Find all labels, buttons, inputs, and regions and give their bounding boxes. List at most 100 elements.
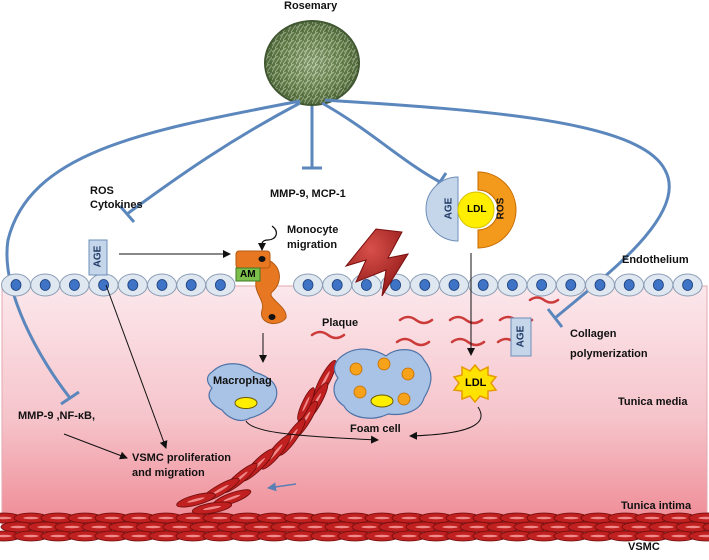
vsmc-cell <box>634 512 670 524</box>
age-label-left: AGE <box>92 245 104 268</box>
vsmc-cell <box>526 530 562 542</box>
macrophage <box>206 363 278 422</box>
vsmc-cell <box>176 492 216 508</box>
vsmc-cell <box>675 521 709 533</box>
endothelial-cell <box>88 273 119 297</box>
endothelial-cell <box>30 273 61 297</box>
vsmc-cell <box>702 522 709 532</box>
vsmc-cell <box>648 521 684 533</box>
vsmc-cell <box>67 530 103 542</box>
vsmc-cell <box>688 512 709 524</box>
vsmc-cell <box>499 512 535 524</box>
process-arrows <box>63 250 482 460</box>
endothelial-cell <box>643 273 674 297</box>
inhibition-line-to-age-ldl-ros <box>321 101 441 184</box>
label-monocyte: Monocyte <box>287 224 339 236</box>
monocyte-nucleus-lower-icon <box>268 314 276 320</box>
age-label-right: AGE <box>515 325 527 348</box>
inhibition-bar-collagen <box>546 308 564 328</box>
vsmc-cell <box>283 530 319 542</box>
vsmc-cell <box>94 512 130 524</box>
ldl-particle <box>452 363 498 404</box>
endothelial-cell <box>614 273 645 297</box>
macrophage-nucleus-icon <box>234 397 258 409</box>
vsmc-cell <box>364 530 400 542</box>
endothelial-cell <box>205 273 236 297</box>
inhibition-bar-ros-cytokines <box>118 205 136 223</box>
vsmc-cell <box>27 521 63 533</box>
vsmc-cell <box>580 530 616 542</box>
inhibition-line-to-mmp9-nfkb <box>5 99 301 399</box>
arrow-macrophage-to-foam <box>245 420 379 444</box>
age-ldl-ros-complex <box>425 171 517 249</box>
endothelial-cell <box>293 273 323 297</box>
arrow-age-to-vsmc <box>105 284 168 449</box>
plaque-bolt-icon <box>344 228 410 297</box>
vsmc-cell <box>148 530 184 542</box>
monocyte-squiggle-arrow <box>257 225 277 251</box>
vsmc-cell <box>391 512 427 524</box>
vsmc-cell <box>499 530 535 542</box>
label-endothelium: Endothelium <box>622 254 689 266</box>
ldl-label-complex: LDL <box>467 204 487 215</box>
endothelial-cell <box>672 273 703 297</box>
label-migration: migration <box>287 239 338 251</box>
vsmc-cell <box>459 521 495 533</box>
inhibition-line-to-ros-cytokines <box>126 101 301 216</box>
endothelial-cell <box>1 273 31 297</box>
endothelial-cell <box>176 273 207 297</box>
vsmc-cell <box>0 521 36 533</box>
vsmc-cell <box>378 521 414 533</box>
vsmc-cell <box>513 521 549 533</box>
arrow-ldl-to-foam <box>409 406 482 440</box>
endothelium-layer <box>1 273 703 297</box>
endothelial-cell <box>555 273 586 297</box>
am-label: AM <box>240 269 256 280</box>
label-collagen: Collagen <box>570 328 617 340</box>
vsmc-cell <box>148 512 184 524</box>
endothelial-cell <box>585 273 615 297</box>
vsmc-cell <box>297 387 315 421</box>
vsmc-cell <box>391 530 427 542</box>
vsmc-cell <box>688 530 709 542</box>
ldl-label-star: LDL <box>465 377 487 389</box>
label-polymerization: polymerization <box>570 348 648 360</box>
vsmc-cell <box>135 521 171 533</box>
vsmc-cell <box>472 512 508 524</box>
inhibition-bar-mmp9-nfkb <box>60 390 80 406</box>
endothelial-cell <box>147 273 177 297</box>
label-cytokines: Cytokines <box>90 199 143 211</box>
vsmc-cell <box>472 530 508 542</box>
arrow-mmp9-to-vsmc <box>63 433 128 460</box>
vsmc-cell <box>229 530 265 542</box>
endothelial-cell <box>468 273 499 297</box>
age-box-right <box>510 317 532 357</box>
endothelial-cell <box>322 273 353 297</box>
label-ros: ROS <box>90 185 114 197</box>
label-macrophage: Macrophag <box>213 375 272 387</box>
inhibition-line-to-collagen <box>324 98 671 320</box>
vsmc-cell <box>202 530 238 542</box>
label-mmp9-mcp1: MMP-9, MCP-1 <box>270 188 346 200</box>
label-foam-cell: Foam cell <box>350 423 401 435</box>
vsmc-cell <box>661 512 697 524</box>
foam-lipid-droplets <box>349 357 415 406</box>
foam-nucleus-icon <box>370 394 394 408</box>
title-rosemary: Rosemary <box>284 0 338 12</box>
foam-cell <box>333 348 432 419</box>
endothelial-cell <box>409 273 440 297</box>
monocyte-complex <box>235 250 287 325</box>
monocyte-nucleus-icon <box>258 256 266 262</box>
vsmc-cell <box>202 512 238 524</box>
endothelial-cell <box>497 273 528 297</box>
endothelial-cell <box>59 273 90 297</box>
vsmc-migration-arrow-icon <box>267 482 297 492</box>
vsmc-cell <box>297 521 333 533</box>
endothelial-cell <box>526 273 557 297</box>
vsmc-cell <box>432 521 468 533</box>
vsmc-cell <box>607 530 643 542</box>
ros-label-complex: ROS <box>495 197 507 220</box>
endothelial-cell <box>117 273 148 297</box>
